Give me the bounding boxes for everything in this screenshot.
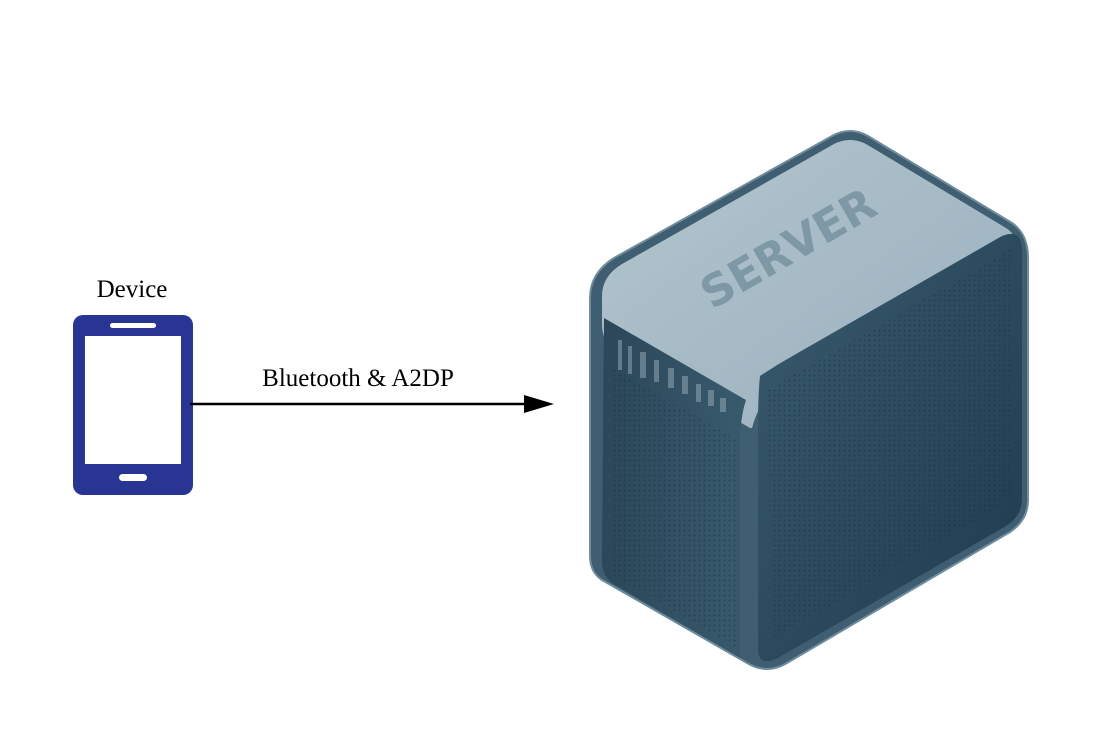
edge-label: Bluetooth & A2DP — [262, 365, 454, 392]
smartphone-icon — [73, 315, 193, 495]
connector-arrow — [190, 395, 554, 413]
server-icon: SERVER — [589, 130, 1029, 670]
device-label: Device — [96, 276, 168, 303]
